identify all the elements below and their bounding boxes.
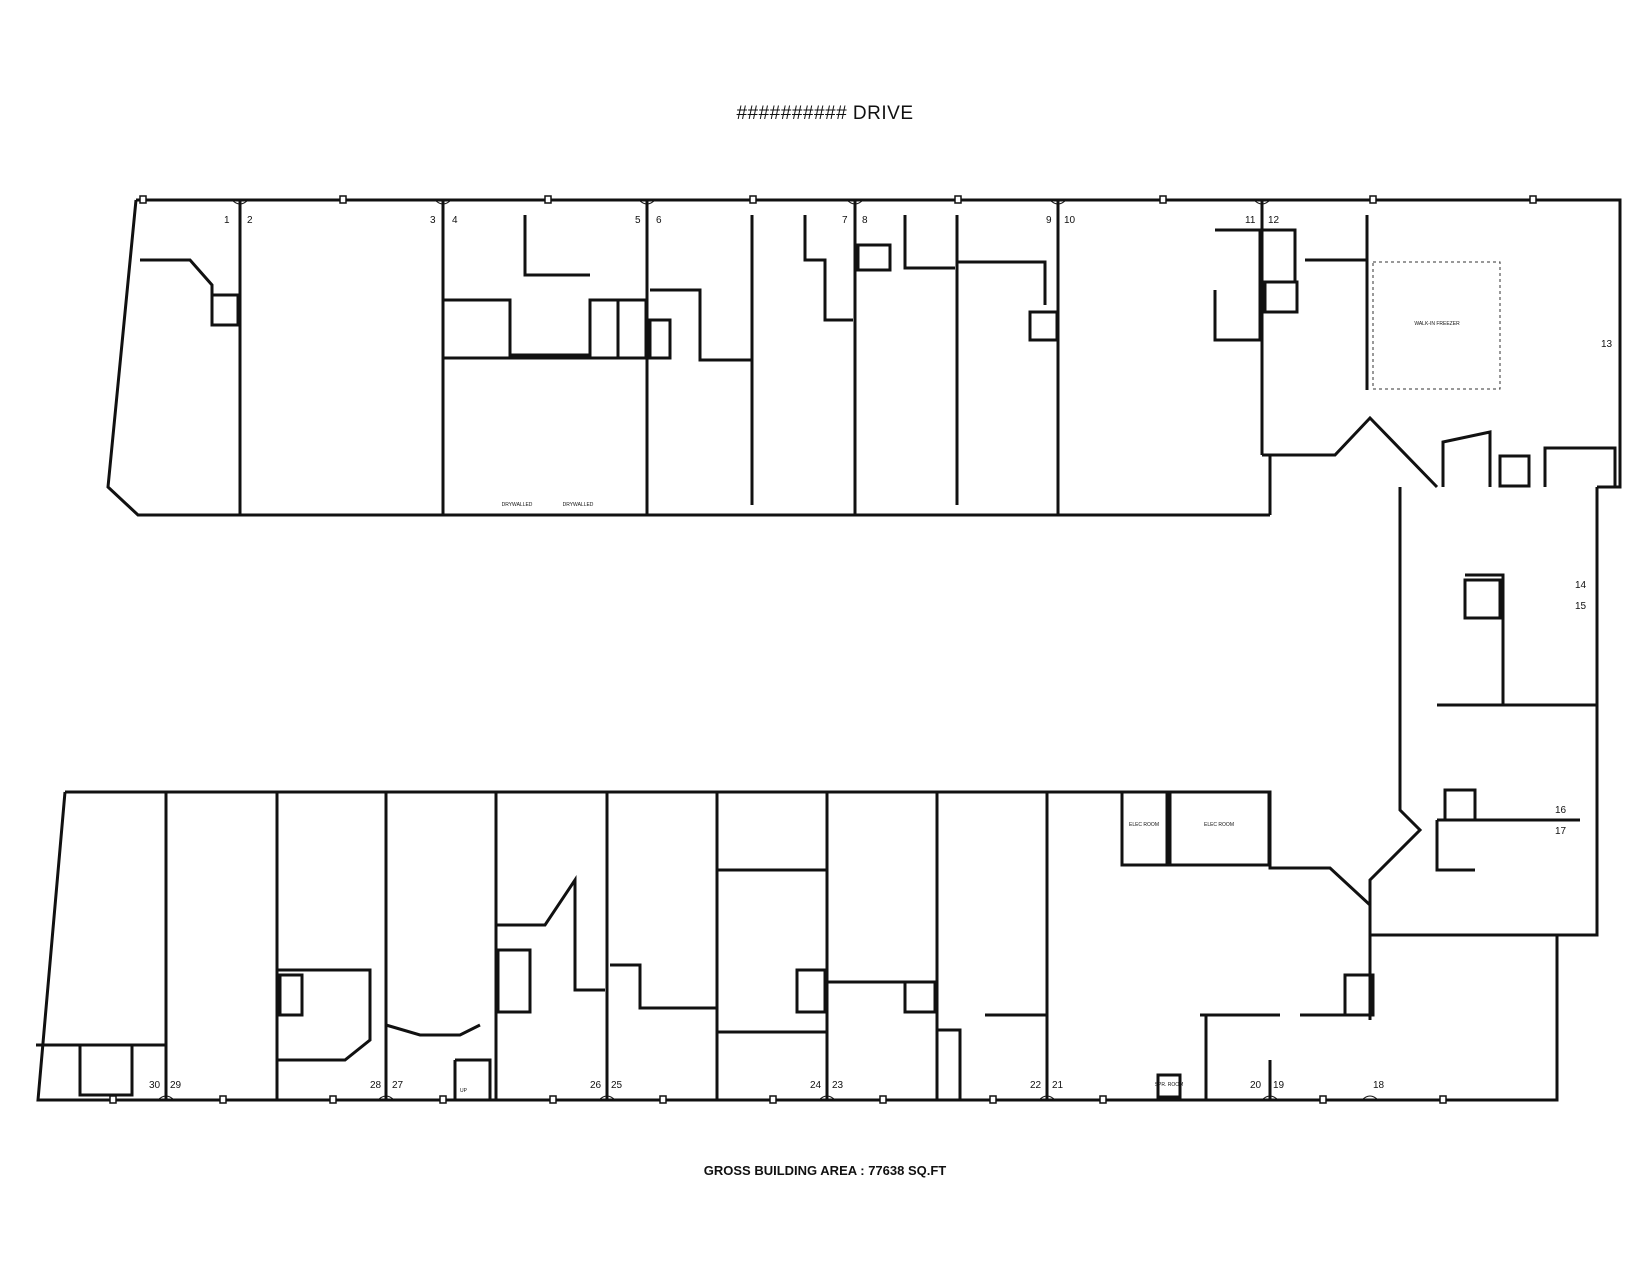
north-wing-west-wall (106, 199, 1270, 517)
gross-building-area: GROSS BUILDING AREA : 77638 SQ.FT (703, 1163, 947, 1178)
unit-26-offices (496, 875, 605, 992)
connector-west-wall (1368, 487, 1599, 937)
unit-13-office-east (1543, 446, 1617, 487)
unit-number-30: 30 (149, 1080, 161, 1091)
south-wing-south-wall (55, 935, 1559, 1102)
unit-number-22: 22 (1030, 1080, 1042, 1091)
unit-number-12: 12 (1268, 215, 1280, 226)
unit-4-offices (443, 298, 647, 357)
unit-16-restroom (1443, 788, 1477, 822)
unit-4-office-2 (523, 215, 590, 277)
unit-number-23: 23 (832, 1080, 844, 1091)
unit-15-office (1465, 573, 1505, 705)
walk-in-freezer-label: WALK-IN FREEZER (1414, 321, 1460, 327)
drawing-title: ########## DRIVE (736, 103, 914, 124)
door-swings (157, 199, 1379, 1101)
unit-number-11: 11 (1245, 215, 1256, 226)
south-wing-west-wall (36, 791, 67, 1102)
drywalled-label-1: DRYWALLED (502, 502, 533, 508)
unit-number-24: 24 (810, 1080, 822, 1091)
unit-number-16: 16 (1555, 805, 1567, 816)
unit-1-office (140, 258, 240, 327)
unit-number-8: 8 (862, 215, 868, 226)
unit-26-restroom (496, 948, 532, 1014)
unit-12-office (1262, 228, 1297, 282)
unit-5-restroom (616, 298, 648, 360)
unit-13-office (1441, 430, 1492, 487)
unit-6-office (650, 288, 752, 362)
unit-number-2: 2 (247, 215, 253, 226)
unit-8-office (903, 215, 955, 270)
north-windows (139, 195, 1537, 204)
unit-11-offices (1213, 228, 1262, 342)
unit-7-office (803, 215, 853, 322)
unit-number-18: 18 (1373, 1080, 1385, 1091)
unit-12-restroom (1263, 280, 1299, 314)
north-wing-south-wall-east (1268, 453, 1295, 515)
unit-number-28: 28 (370, 1080, 382, 1091)
unit-number-21: 21 (1052, 1080, 1064, 1091)
walk-in-freezer (1372, 261, 1501, 390)
unit-number-15: 15 (1575, 601, 1587, 612)
unit-23-restroom (903, 980, 937, 1014)
unit-1-restroom (210, 293, 240, 327)
drywalled-label-2: DRYWALLED (563, 502, 594, 508)
north-wing-outer-wall (136, 198, 1622, 489)
unit-number-3: 3 (430, 215, 436, 226)
unit-number-10: 10 (1064, 215, 1076, 226)
unit-30-restroom (78, 1043, 134, 1097)
unit-numbers: 1 2 3 4 5 6 7 8 9 10 11 12 13 14 15 16 1… (149, 215, 1613, 1091)
unit-number-1: 1 (224, 215, 230, 226)
unit-number-25: 25 (611, 1080, 623, 1091)
unit-9-office (957, 260, 1047, 305)
unit-number-27: 27 (392, 1080, 404, 1091)
unit-18-restroom (1343, 973, 1375, 1017)
unit-28-offices (277, 968, 372, 1062)
unit-number-9: 9 (1046, 215, 1052, 226)
unit-6-restroom (648, 318, 672, 360)
north-wing: WALK-IN FREEZER DRYWALLED DRYWALLED (106, 195, 1622, 517)
unit-22-office (937, 1028, 962, 1100)
elec-room-1 (1120, 790, 1169, 867)
unit-13-corner-wall (1262, 415, 1439, 489)
unit-8-restroom (856, 243, 892, 272)
south-windows (109, 1095, 1447, 1104)
stair-up-label: UP (460, 1088, 468, 1094)
unit-9-restroom (1028, 310, 1059, 342)
south-wing-north-wall (65, 790, 1372, 907)
spr-room (1156, 1073, 1182, 1099)
unit-13-restroom (1498, 454, 1531, 488)
east-connector (1368, 487, 1599, 937)
unit-27-stair (453, 1058, 492, 1102)
unit-number-20: 20 (1250, 1080, 1262, 1091)
unit-number-29: 29 (170, 1080, 182, 1091)
unit-number-19: 19 (1273, 1080, 1285, 1091)
unit-number-13: 13 (1601, 339, 1613, 350)
unit-number-14: 14 (1575, 580, 1587, 591)
unit-number-4: 4 (452, 215, 458, 226)
unit-15-restroom (1463, 578, 1502, 620)
elec-room-2-label: ELEC ROOM (1204, 822, 1234, 828)
unit-number-26: 26 (590, 1080, 602, 1091)
unit-27-office (385, 1023, 481, 1037)
elec-room-2 (1168, 790, 1271, 867)
unit-number-6: 6 (656, 215, 662, 226)
unit-number-7: 7 (842, 215, 848, 226)
elec-room-1-label: ELEC ROOM (1129, 822, 1159, 828)
unit-24-restroom (795, 968, 827, 1014)
unit-17-office (1435, 820, 1475, 872)
unit-number-5: 5 (635, 215, 641, 226)
unit-number-17: 17 (1555, 826, 1567, 837)
spr-room-label: SPR. ROOM (1155, 1082, 1184, 1088)
unit-25-office (610, 963, 717, 1010)
south-wing: ELEC ROOM ELEC ROOM SPR. ROOM UP (36, 790, 1559, 1104)
unit-28-restroom (278, 973, 304, 1017)
